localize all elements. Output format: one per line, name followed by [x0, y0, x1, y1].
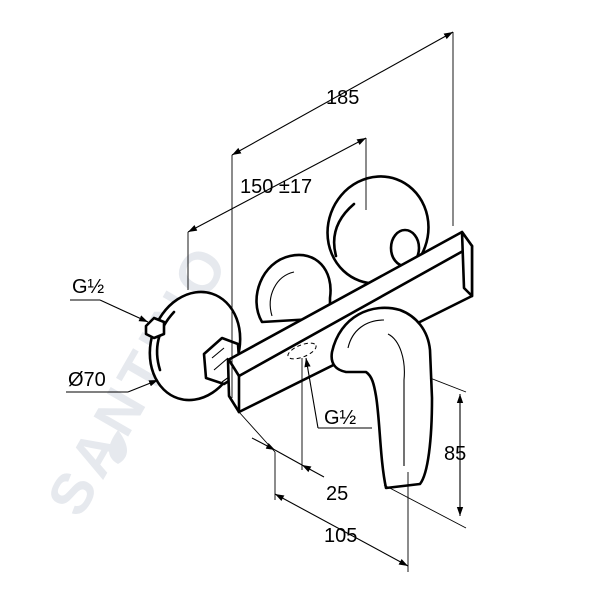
dimension-labels: 185 150 ±17 G½ Ø70 G½ 85 25 105 — [68, 87, 466, 547]
dim-85-label: 85 — [444, 443, 466, 465]
dim-25-label: 25 — [326, 483, 348, 505]
inlet-leader — [99, 299, 149, 323]
dim-70-leader — [127, 379, 159, 393]
dim-25-right — [301, 464, 325, 478]
dim-105-line — [274, 493, 409, 567]
body-dome — [255, 253, 332, 324]
dim-25-left — [251, 437, 276, 451]
inlet-thread-label: G½ — [72, 276, 105, 298]
dim-185-label: 185 — [326, 87, 359, 109]
outlet-thread-label: G½ — [324, 407, 357, 429]
mixer-outline — [144, 175, 474, 490]
dim-105-label: 105 — [324, 525, 357, 547]
lever-handle — [330, 306, 434, 490]
dim-150-label: 150 ±17 — [240, 176, 312, 198]
dimension-lines — [66, 31, 464, 567]
dim-185-line — [231, 31, 454, 156]
diameter-label: Ø70 — [68, 369, 106, 391]
watermark-drop-icon — [109, 430, 127, 464]
dim-150-line — [187, 137, 367, 233]
outlet-leader — [304, 357, 319, 429]
